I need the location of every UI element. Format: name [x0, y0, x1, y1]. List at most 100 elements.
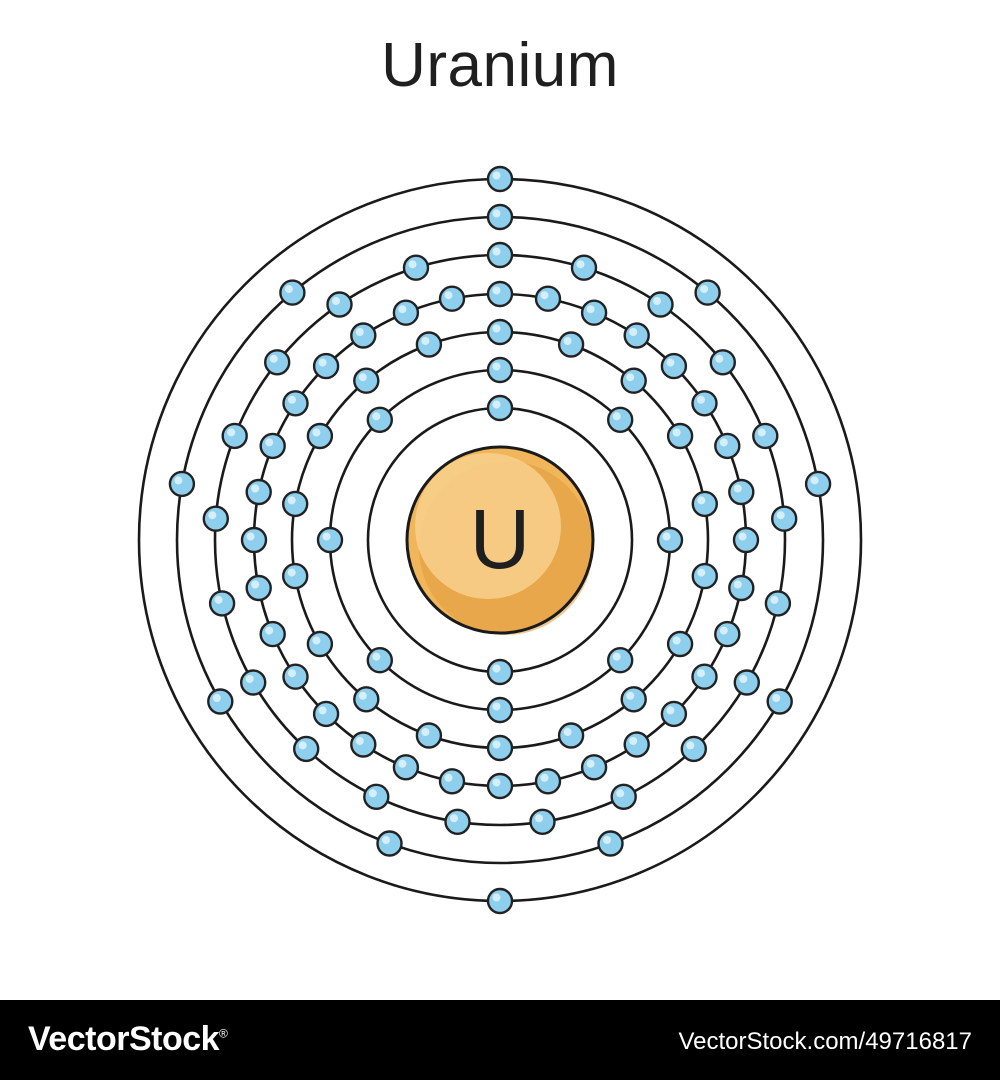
electron-highlight — [776, 511, 785, 520]
electron-highlight — [245, 675, 254, 683]
electron-highlight — [312, 636, 321, 645]
electrons — [168, 165, 832, 915]
electron-shell-4 — [623, 322, 650, 349]
electron-highlight — [739, 675, 748, 683]
electron-shell-4 — [282, 663, 309, 690]
electron-highlight — [265, 438, 274, 447]
electron-highlight — [208, 511, 217, 520]
electron-highlight — [738, 532, 747, 541]
electron-shell-4 — [392, 754, 420, 781]
electron-highlight — [288, 669, 296, 678]
electron-highlight — [269, 354, 278, 363]
electron-highlight — [358, 691, 367, 700]
electron-shell-5 — [202, 505, 230, 532]
electron-shell-5 — [208, 590, 236, 617]
electron-highlight — [492, 209, 501, 218]
electron-shell-3 — [620, 367, 647, 394]
electron-shell-4 — [534, 768, 562, 795]
diagram-title: Uranium — [381, 31, 619, 100]
electron-highlight — [174, 476, 183, 485]
electron-highlight — [700, 285, 709, 294]
electron-shell-4 — [728, 574, 755, 602]
electron-shell-5 — [402, 254, 430, 281]
electron-highlight — [355, 737, 364, 745]
nucleus-outline — [405, 445, 595, 635]
electron-shell-5 — [264, 349, 291, 376]
electron-highlight — [444, 291, 453, 300]
electron-highlight — [697, 496, 706, 505]
electron-highlight — [719, 626, 728, 635]
electron-highlight — [612, 412, 621, 421]
electron-shell-5 — [610, 783, 637, 810]
electron-shell-4 — [580, 754, 608, 781]
electron-highlight — [492, 702, 501, 711]
electron-shell-7 — [486, 887, 514, 915]
electron-shell-2 — [486, 356, 514, 384]
electron-shell-2 — [316, 526, 344, 554]
electron-highlight — [666, 706, 675, 715]
electron-shell-2 — [656, 526, 684, 554]
electron-highlight — [626, 373, 635, 382]
electron-shell-5 — [709, 349, 736, 376]
electron-highlight — [492, 740, 501, 749]
electron-shell-5 — [733, 669, 760, 696]
electron-shell-4 — [714, 620, 741, 648]
electron-shell-4 — [282, 390, 309, 417]
electron-shell-4 — [714, 432, 741, 460]
electron-highlight — [662, 532, 671, 541]
electron-shell-2 — [486, 696, 514, 724]
electron-shell-3 — [691, 562, 718, 590]
image-id-text: VectorStock.com/49716817 — [678, 1028, 972, 1055]
electron-shell-4 — [732, 526, 760, 554]
electron-highlight — [287, 568, 296, 577]
electron-highlight — [444, 773, 453, 782]
electron-shell-2 — [607, 647, 634, 674]
electron-shell-3 — [353, 367, 380, 394]
electron-shell-1 — [486, 394, 514, 422]
electron-highlight — [227, 428, 236, 437]
electron-highlight — [265, 626, 274, 635]
brand-logo: VectorStock® — [28, 1020, 228, 1059]
electron-highlight — [492, 400, 501, 409]
electron-shell-3 — [415, 722, 443, 749]
electron-highlight — [382, 836, 390, 844]
electron-highlight — [540, 773, 549, 782]
electron-shell-4 — [691, 663, 718, 690]
electron-highlight — [492, 362, 501, 371]
electron-shell-4 — [245, 574, 272, 602]
electron-highlight — [492, 664, 501, 673]
electron-highlight — [246, 532, 255, 541]
electron-shell-4 — [245, 478, 272, 506]
electron-highlight — [358, 373, 367, 382]
electron-shell-4 — [350, 322, 377, 349]
electron-shell-6 — [766, 688, 793, 715]
electron-highlight — [810, 476, 819, 485]
atom-diagram: U — [137, 165, 863, 915]
electron-highlight — [398, 305, 407, 314]
electron-shell-3 — [691, 490, 718, 518]
electron-shell-4 — [623, 731, 650, 758]
electron-highlight — [666, 358, 675, 367]
electron-shell-3 — [282, 490, 309, 518]
electron-shell-4 — [350, 731, 377, 758]
electron-highlight — [287, 496, 296, 505]
electron-highlight — [563, 337, 572, 345]
electron-shell-5 — [326, 291, 353, 318]
electron-shell-6 — [168, 470, 196, 498]
electron-shell-4 — [438, 768, 466, 795]
electron-shell-3 — [666, 422, 694, 450]
electron-shell-5 — [764, 590, 792, 617]
electron-highlight — [586, 759, 595, 768]
electron-highlight — [757, 428, 766, 437]
electron-shell-4 — [660, 352, 688, 380]
electron-highlight — [653, 297, 661, 305]
electron-highlight — [372, 412, 381, 421]
electron-shell-4 — [312, 352, 340, 380]
electron-shell-1 — [486, 658, 514, 686]
electron-highlight — [492, 286, 501, 295]
electron-shell-2 — [607, 406, 634, 433]
electron-highlight — [733, 484, 742, 493]
electron-highlight — [715, 354, 724, 363]
electron-highlight — [332, 297, 340, 305]
